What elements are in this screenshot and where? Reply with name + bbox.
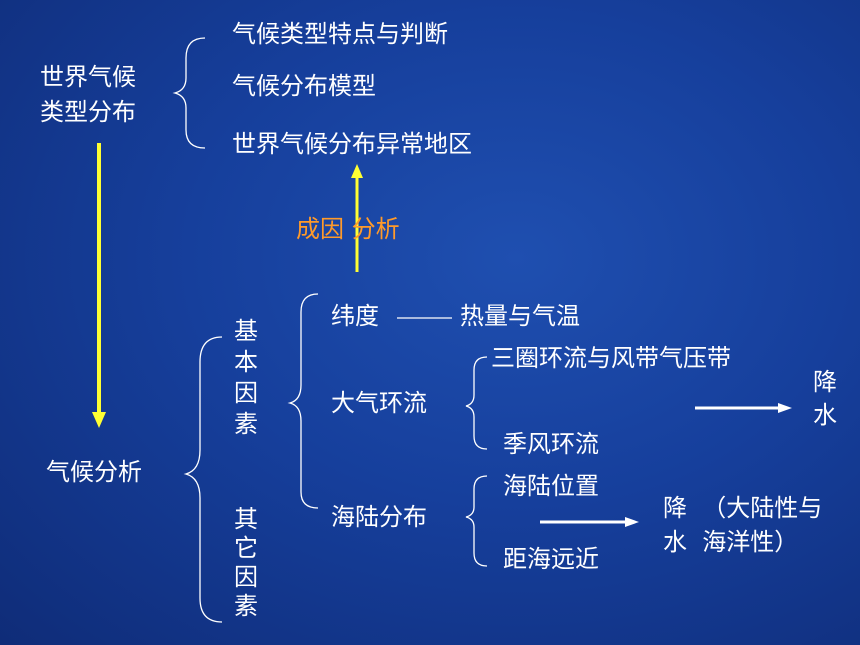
brace-factors <box>183 336 223 623</box>
circulation-item-2: 季风环流 <box>503 430 599 458</box>
other-char-2: 它 <box>234 534 258 562</box>
basic-factors-label: 基 本 因 素 <box>232 316 260 440</box>
cause-analysis-label: 成因 分析 <box>296 215 400 243</box>
precip-vertical-label: 降 水 <box>813 366 841 432</box>
precip-continental-line2: 水 海洋性） <box>663 528 799 556</box>
arrow-head-2 <box>625 517 639 527</box>
latitude-label: 纬度 <box>331 302 379 330</box>
land-sea-label: 海陆分布 <box>331 503 427 531</box>
brace-circulation <box>465 356 488 450</box>
latitude-result-label: 热量与气温 <box>460 302 580 330</box>
other-char-3: 因 <box>234 563 258 591</box>
top-item-2: 气候分布模型 <box>232 72 376 100</box>
up-arrow-head <box>351 164 363 178</box>
precip-continental-line1: 降 （大陆性与 <box>663 494 823 522</box>
brace-top <box>172 37 206 149</box>
climate-analysis-label: 气候分析 <box>46 458 142 486</box>
circulation-item-1: 三圈环流与风带气压带 <box>491 344 731 372</box>
top-item-1: 气候类型特点与判断 <box>232 20 448 48</box>
world-climate-title-line1: 世界气候 <box>40 63 136 91</box>
basic-char-4: 素 <box>234 410 258 438</box>
land-sea-item-2: 距海远近 <box>503 545 599 573</box>
other-char-1: 其 <box>234 505 258 533</box>
brace-basic <box>287 293 319 509</box>
precip-char-2: 水 <box>813 401 837 429</box>
basic-char-1: 基 <box>234 317 258 345</box>
atmos-circulation-label: 大气环流 <box>331 389 427 417</box>
basic-char-3: 因 <box>234 379 258 407</box>
other-char-4: 素 <box>234 592 258 620</box>
brace-landsea <box>465 475 488 567</box>
top-item-3: 世界气候分布异常地区 <box>232 130 472 158</box>
other-factors-label: 其 它 因 素 <box>232 505 260 621</box>
arrow-head-1 <box>778 403 792 413</box>
basic-char-2: 本 <box>234 348 258 376</box>
down-arrow-head <box>92 412 106 428</box>
world-climate-title-line2: 类型分布 <box>40 98 136 126</box>
land-sea-item-1: 海陆位置 <box>503 472 599 500</box>
precip-char-1: 降 <box>813 368 837 396</box>
